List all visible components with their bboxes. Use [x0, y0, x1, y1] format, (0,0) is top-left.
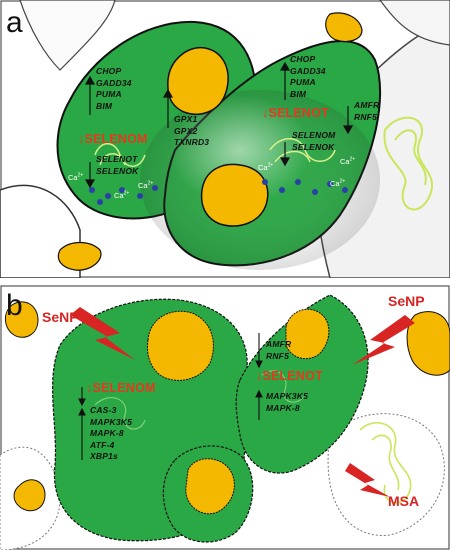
- bg-nucleus-top: [325, 12, 363, 43]
- gene-label: PUMA: [96, 89, 122, 99]
- gene-label: MAPK-8: [90, 428, 124, 438]
- cell-2-nucleus: [285, 308, 330, 360]
- er-cell-2: [269, 138, 336, 162]
- cell-2-selen-label: ↓SELENOT: [262, 106, 329, 120]
- gene-label: RNF5: [266, 350, 289, 361]
- er-bg-right: [383, 116, 433, 211]
- bolt-bottom: [345, 463, 390, 497]
- cell-2-body: [235, 294, 369, 474]
- er-cell-2: [261, 370, 306, 403]
- cell-2-side-genes: AMFR RNF5: [354, 100, 379, 123]
- gene-label: MAPK-8: [266, 402, 300, 413]
- arrows-cell-2: [279, 61, 354, 167]
- gene-label: PUMA: [290, 77, 316, 87]
- ca-label: Ca2+: [68, 172, 84, 182]
- cell-1-nucleus: [167, 46, 229, 115]
- gene-label: BIM: [96, 100, 113, 111]
- ca-label: Ca2+: [114, 190, 130, 200]
- gene-label: MAPK3K5: [90, 416, 133, 427]
- bg-nucleus-left: [57, 241, 102, 271]
- cell-1-nucleus: [147, 310, 214, 381]
- arrows-cell-1: [84, 75, 174, 189]
- bg-nucleus-top-left: [5, 301, 39, 338]
- gene-label: SELENOM: [292, 130, 336, 140]
- er-bg-right: [359, 421, 412, 504]
- bg-cell-top: [19, 0, 116, 71]
- gene-label: AMFR: [354, 100, 380, 110]
- agent-label-right: SeNP: [388, 293, 425, 309]
- gene-label: RNF5: [354, 111, 377, 122]
- arrows-panel-b: [78, 333, 263, 460]
- panel-a-illustration: [0, 0, 450, 278]
- gene-label: SELENOK: [96, 165, 139, 176]
- cell-1-up-genes: CAS-3 MAPK3K5 MAPK-8 ATF-4 XBP1s: [90, 405, 132, 463]
- er-cell-1: [94, 397, 146, 430]
- cell-3-nucleus: [185, 458, 235, 515]
- gene-label: CHOP: [290, 54, 316, 64]
- gene-label: GPX2: [174, 125, 198, 136]
- bolt-left: [70, 307, 135, 360]
- cell-1-down-genes: SELENOT SELENOK: [96, 154, 139, 177]
- ca-label: Ca2+: [258, 162, 274, 172]
- ca-label: Ca2+: [340, 156, 356, 166]
- cell-1-selen-label: ↓SELENOM: [78, 132, 148, 146]
- cell-2-nucleus: [200, 163, 269, 227]
- panel-b-illustration: [0, 285, 450, 550]
- cell-2-side-genes: AMFR RNF5: [266, 339, 291, 362]
- gene-label: ATF-4: [90, 439, 115, 450]
- ca-label: Ca2+: [138, 180, 154, 190]
- gene-label: MAPK3K5: [266, 391, 309, 401]
- agent-label-left: SeNP: [42, 309, 79, 325]
- gene-label: CAS-3: [90, 405, 117, 415]
- bg-nucleus-left: [13, 479, 46, 512]
- panel-a: a CHOP GADD34 PUMA BIM ↓SELENOM SELENOT …: [0, 0, 450, 278]
- gene-label: BIM: [290, 88, 307, 99]
- gene-label: GADD34: [290, 65, 326, 76]
- ca-label: Ca2+: [330, 178, 346, 188]
- gene-label: SELENOT: [96, 154, 138, 164]
- cell-2-up-genes: CHOP GADD34 PUMA BIM: [290, 54, 326, 100]
- cell-2-up-genes: MAPK3K5 MAPK-8: [266, 391, 308, 414]
- cell-1-selen-label: ↓SELENOM: [86, 381, 156, 395]
- gene-label: AMFR: [266, 339, 292, 349]
- gene-label: GADD34: [96, 77, 132, 88]
- panel-b: b SeNP SeNP MSA ↓SELENOM CAS-3 MAPK3K5 M…: [0, 285, 450, 550]
- gene-label: TXNRD3: [174, 137, 210, 147]
- bg-nucleus-right: [406, 311, 450, 376]
- cell-2-selen-label: ↓SELENOT: [256, 369, 323, 383]
- gene-label: GPX1: [174, 114, 198, 124]
- panel-a-letter: a: [6, 6, 23, 39]
- gene-label: SELENOK: [292, 141, 335, 152]
- bolt-right: [352, 315, 415, 365]
- gene-label: XBP1s: [90, 451, 118, 461]
- er-cell-1: [94, 143, 146, 167]
- cell-2-down-genes: SELENOM SELENOK: [292, 130, 335, 153]
- calcium-dots: [89, 179, 348, 205]
- bg-cell-right: [327, 413, 445, 536]
- gene-label: CHOP: [96, 66, 122, 76]
- agent-label-bottom: MSA: [388, 493, 420, 509]
- cell-1-up-genes: CHOP GADD34 PUMA BIM: [96, 66, 132, 112]
- panel-b-letter: b: [6, 289, 23, 322]
- middle-genes: GPX1 GPX2 TXNRD3: [174, 114, 209, 149]
